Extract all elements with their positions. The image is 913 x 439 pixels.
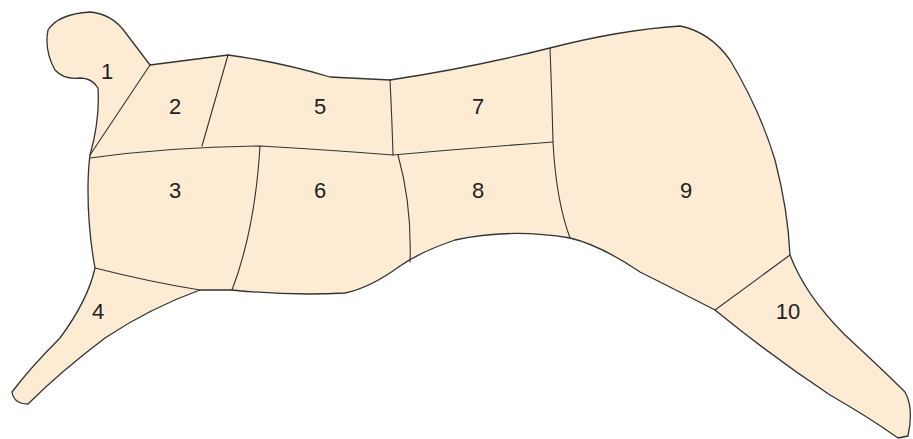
callout-number: 1 <box>101 61 113 83</box>
cut-line <box>95 268 200 290</box>
cut-line <box>90 65 150 155</box>
cut-line <box>550 48 570 238</box>
cut-lines <box>90 48 790 310</box>
cut-line <box>232 146 260 290</box>
callout-number: 9 <box>680 180 692 202</box>
callout-number: 10 <box>776 301 800 323</box>
carcass-outline <box>12 12 910 438</box>
callout-number: 3 <box>169 180 181 202</box>
callout-number: 2 <box>169 96 181 118</box>
cut-line <box>390 80 393 155</box>
callout-number: 6 <box>314 180 326 202</box>
callout-number: 7 <box>472 96 484 118</box>
cut-line <box>202 55 228 146</box>
callout-number: 5 <box>314 96 326 118</box>
callout-number: 4 <box>92 301 104 323</box>
callout-number: 8 <box>472 180 484 202</box>
cut-line <box>398 155 410 262</box>
cut-line <box>90 142 553 158</box>
